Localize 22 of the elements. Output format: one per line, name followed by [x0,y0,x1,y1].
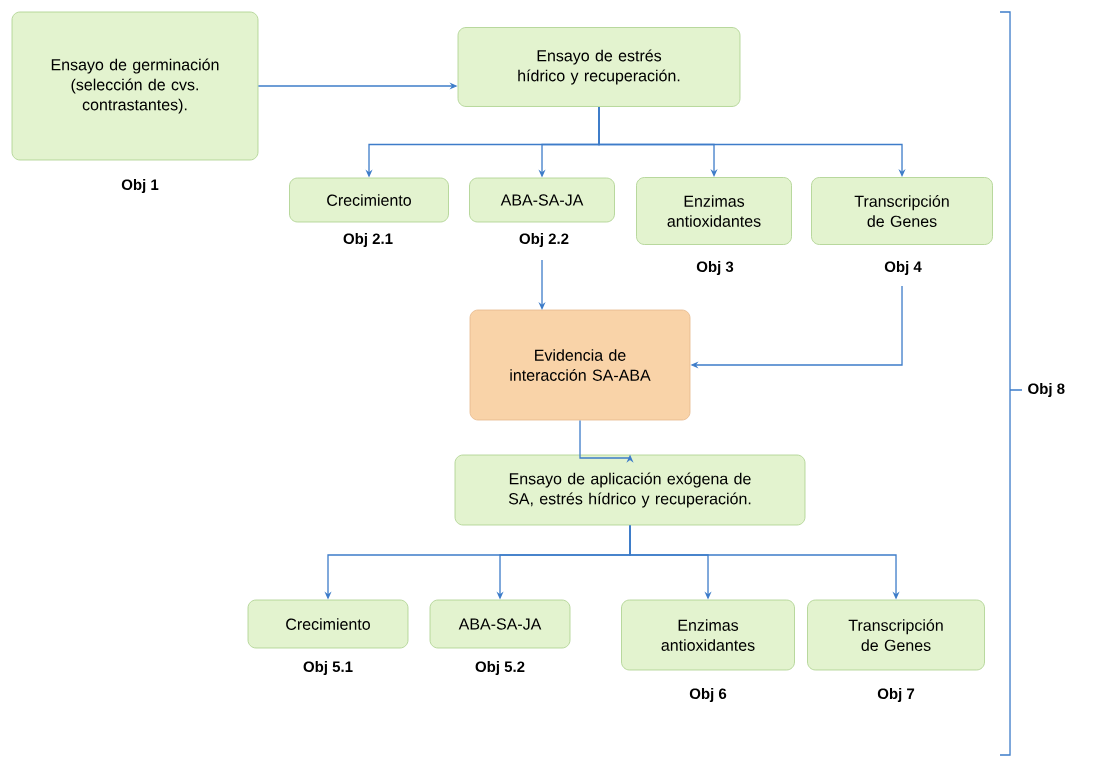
process-box: Ensayo de aplicación exógena de SA, estrés hídrico y recuperación. [454,454,806,526]
process-box: Crecimiento [289,177,449,223]
process-box: ABA-SA-JA [429,599,571,649]
process-box: Transcripción de Genes [811,177,993,245]
objective-label: Obj 7 [877,688,915,702]
objective-label: Obj 4 [884,261,922,275]
process-box: Ensayo de germinación (selección de cvs. contrastantes). [11,11,259,161]
objective-label: Obj 2.2 [519,233,569,247]
process-box: Enzimas antioxidantes [636,177,792,245]
objective-label: Obj 3 [696,261,734,275]
process-box: Enzimas antioxidantes [621,599,795,671]
objective-label: Obj 6 [689,688,727,702]
objective-label: Obj 8 [1028,383,1065,397]
objective-label: Obj 1 [121,179,159,193]
objective-label: Obj 5.1 [303,661,353,675]
process-box: Ensayo de estrés hídrico y recuperación. [457,27,741,107]
objective-label: Obj 2.1 [343,233,393,247]
process-box: Transcripción de Genes [807,599,985,671]
process-box: Crecimiento [247,599,409,649]
process-box: Evidencia de interacción SA-ABA [469,309,691,421]
objective-label: Obj 5.2 [475,661,525,675]
process-box: ABA-SA-JA [469,177,615,223]
